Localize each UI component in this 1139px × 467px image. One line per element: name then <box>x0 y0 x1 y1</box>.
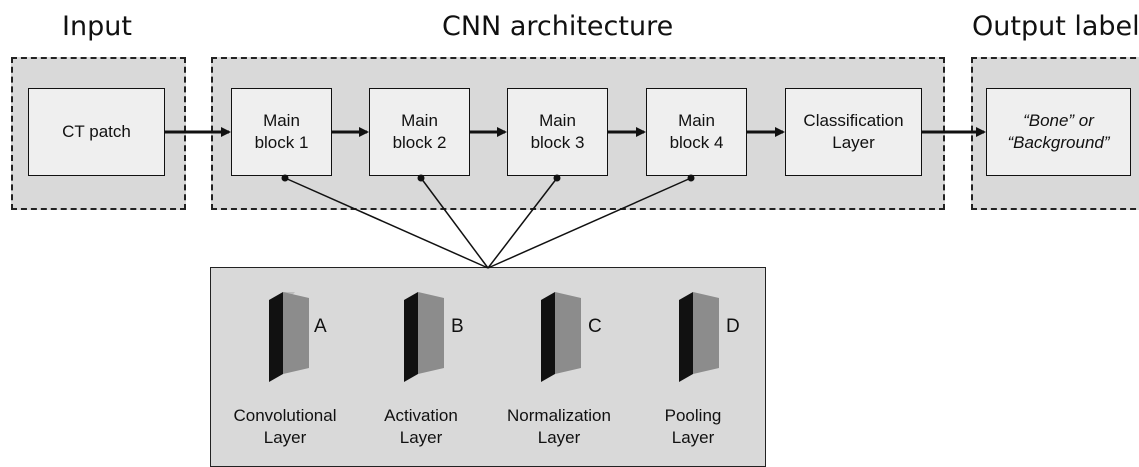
link-dot-block2 <box>417 174 425 182</box>
link-dot-block3 <box>553 174 561 182</box>
legend-letter-d: D <box>726 316 740 337</box>
legend-label-convolutional: Convolutional Layer <box>233 406 337 447</box>
output-label-box: “Bone” or “Background” <box>986 88 1131 176</box>
main-block-4: Main block 4 <box>646 88 747 176</box>
output-label-title: Output label <box>972 11 1139 42</box>
main-block-1: Main block 1 <box>231 88 332 176</box>
link-dot-block1 <box>281 174 289 182</box>
main-block-3: Main block 3 <box>507 88 608 176</box>
layer-icons <box>269 292 719 382</box>
ct-patch-box: CT patch <box>28 88 165 176</box>
link-block1-to-legend <box>284 177 489 269</box>
legend-label-pooling: Pooling Layer <box>664 406 722 447</box>
classification-layer-box: Classification Layer <box>785 88 922 176</box>
legend-letter-c: C <box>588 316 602 337</box>
connector-layer <box>165 127 986 269</box>
link-block2-to-legend <box>420 177 489 269</box>
link-dot-block4 <box>687 174 695 182</box>
cnn-architecture-title: CNN architecture <box>442 11 674 42</box>
main-block-2: Main block 2 <box>369 88 470 176</box>
layer-legend-panel: A B C D Convolutional Layer Activation L… <box>210 267 766 467</box>
legend-letter-a: A <box>314 316 327 337</box>
link-block4-to-legend <box>487 177 692 269</box>
normalization-layer-icon <box>541 292 581 382</box>
legend-label-activation: Activation Layer <box>384 406 458 447</box>
pooling-layer-icon <box>679 292 719 382</box>
activation-layer-icon <box>404 292 444 382</box>
link-block3-to-legend <box>487 177 558 269</box>
convolutional-layer-icon <box>269 292 309 382</box>
legend-label-normalization: Normalization Layer <box>507 406 611 447</box>
input-title: Input <box>62 11 132 42</box>
legend-letter-b: B <box>451 316 464 337</box>
